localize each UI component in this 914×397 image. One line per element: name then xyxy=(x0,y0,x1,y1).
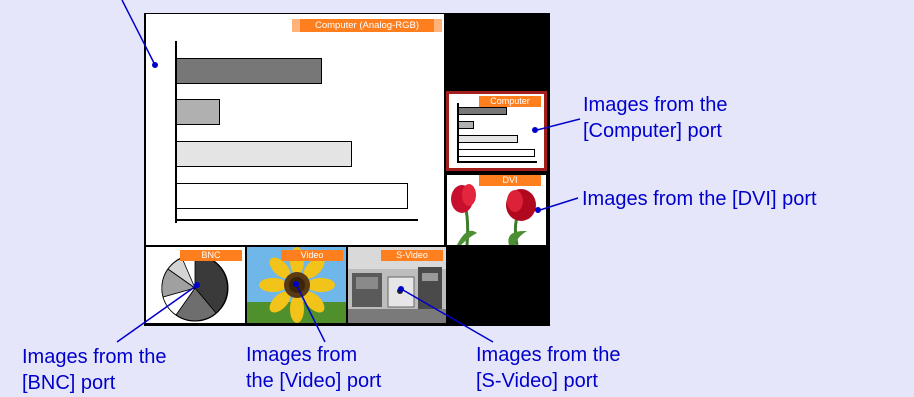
svideo-caption: Images from the [S-Video] port xyxy=(476,342,621,394)
caption-line: Images from the xyxy=(22,346,167,368)
caption-line: Images from the xyxy=(583,94,728,116)
caption-line: [S-Video] port xyxy=(476,370,598,392)
thumb-axis xyxy=(457,103,459,163)
thumb-bar xyxy=(458,149,535,157)
main-image-panel xyxy=(146,14,444,245)
chart-bar xyxy=(176,99,220,125)
main-source-tag: Computer (Analog-RGB) xyxy=(292,19,442,32)
computer-tag: Computer xyxy=(479,96,541,107)
dvi-caption: Images from the [DVI] port xyxy=(582,188,817,210)
thumb-bar xyxy=(458,121,474,129)
chart-bar xyxy=(176,183,408,209)
caption-line: [Computer] port xyxy=(583,120,722,142)
thumb-bar xyxy=(458,107,507,115)
caption-line: the [Video] port xyxy=(246,370,382,392)
chart-y-axis xyxy=(175,41,177,223)
svideo-tag: S-Video xyxy=(381,250,443,261)
caption-line: Images from the xyxy=(476,344,621,366)
video-caption: Images from the [Video] port xyxy=(246,342,381,394)
dvi-tag: DVI xyxy=(479,175,541,186)
dvi-image xyxy=(447,175,546,245)
bnc-caption: Images from the [BNC] port xyxy=(22,344,167,396)
chart-bar xyxy=(176,58,322,84)
caption-line: [BNC] port xyxy=(22,372,116,394)
video-tag: Video xyxy=(281,250,343,261)
chart-x-axis xyxy=(175,219,418,221)
thumb-axis xyxy=(457,161,537,163)
caption-line: Images from xyxy=(246,344,358,366)
tulip-icon xyxy=(447,175,546,245)
bnc-tag: BNC xyxy=(180,250,242,261)
thumb-bar xyxy=(458,135,518,143)
computer-caption: Images from the [Computer] port xyxy=(583,92,728,144)
chart-bar xyxy=(176,141,352,167)
